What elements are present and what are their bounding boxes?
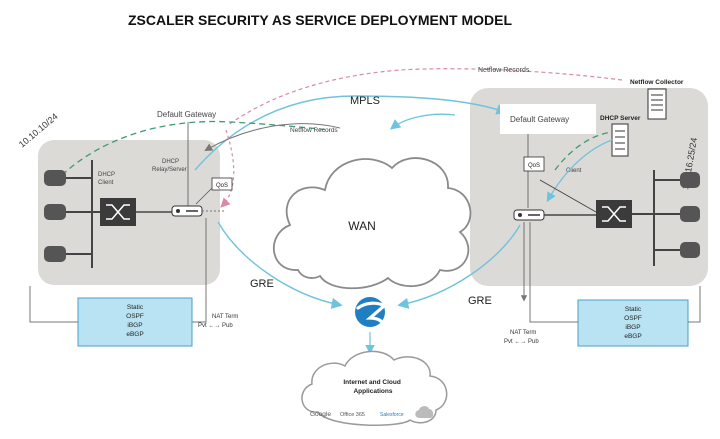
right-router-icon (513, 209, 545, 221)
right-dhcp-flow (546, 139, 613, 203)
internet-cloud (301, 350, 448, 426)
left-routing-connector-left (29, 286, 78, 323)
left-host-3-icon (44, 246, 92, 262)
diagram-title: ZSCALER SECURITY AS SERVICE DEPLOYMENT M… (128, 12, 512, 28)
netflow-collector-server-icon (647, 88, 667, 120)
right-site-blue-arrow (389, 113, 456, 130)
left-pvt-pub-label: Pvt ←→ Pub (198, 323, 233, 329)
app-office365: Office 365 (340, 412, 365, 418)
green-dashed-left (61, 120, 331, 176)
left-routing-ebgp: eBGP (126, 331, 143, 338)
app-google: Google (310, 411, 331, 418)
right-routing-static: Static (625, 306, 642, 313)
cloud-label-line2: Applications (353, 388, 392, 395)
left-routing-ibgp: iBGP (127, 322, 142, 329)
cloud-label-line1: Internet and Cloud (343, 379, 400, 386)
right-gw-switch-link (539, 179, 597, 213)
netflow-mid-arrow (204, 123, 341, 151)
netflow-records-top: Netflow Records (478, 67, 530, 74)
right-routing-ebgp: eBGP (624, 333, 641, 340)
right-routing-ospf: OSPF (624, 315, 642, 322)
right-host-3-icon (654, 242, 700, 258)
internet-cloud-label: Internet and Cloud Applications (343, 379, 402, 395)
left-dhcp-client-line2: Client (98, 180, 114, 186)
right-qos-label: QoS (528, 163, 540, 169)
left-default-gateway-label: Default Gateway (157, 110, 216, 119)
left-dhcp-client-label: DHCP Client (98, 172, 117, 186)
mpls-label: MPLS (350, 95, 380, 107)
left-router-icon (171, 205, 203, 217)
right-default-gateway-label: Default Gateway (510, 115, 569, 124)
gre-label-right: GRE (468, 295, 492, 307)
app-salesforce: Salesforce (380, 412, 404, 418)
zscaler-logo-icon (355, 297, 387, 327)
right-routing-box (577, 299, 689, 347)
right-routing-ibgp: iBGP (625, 324, 640, 331)
right-dhcp-server-icon (611, 123, 629, 157)
left-host-1-icon (44, 170, 92, 186)
left-host-2-icon (44, 204, 100, 220)
right-default-gateway-box (500, 104, 596, 134)
left-routing-ospf: OSPF (126, 313, 144, 320)
gre-link-left (217, 221, 343, 309)
right-host-1-icon (654, 172, 700, 188)
left-dhcp-client-line1: DHCP (98, 172, 115, 178)
left-qos-label: QoS (216, 183, 228, 189)
left-dhcp-relay-line1: DHCP (162, 159, 179, 165)
mpls-link (194, 95, 508, 171)
right-routing-connector-left (529, 222, 578, 323)
green-dashed-right (554, 131, 613, 171)
right-nat-term-label: NAT Term (510, 330, 536, 336)
netflow-collector-label: Netflow Collector (630, 79, 684, 86)
wan-cloud (273, 157, 472, 290)
left-nat-term-label: NAT Term (212, 314, 238, 320)
gre-label-left: GRE (250, 278, 274, 290)
right-dhcp-client-label: Client (566, 168, 582, 174)
left-switch-icon (100, 198, 136, 226)
right-dhcp-server-label: DHCP Server (600, 115, 641, 122)
left-dhcp-relay-line2: Relay/Server (152, 167, 187, 173)
left-routing-static: Static (127, 304, 144, 311)
gre-link-right (397, 224, 521, 309)
left-dhcp-relay-label: DHCP Relay/Server (152, 159, 187, 173)
right-host-2-icon (654, 206, 700, 222)
right-qos-box (523, 156, 545, 172)
left-qos-box (211, 177, 233, 191)
wan-label: WAN (348, 219, 376, 233)
left-qos-leader (195, 187, 213, 205)
left-routing-connector-right (192, 218, 207, 323)
box-cloud-icon (415, 406, 434, 418)
netflow-records-mid: Netflow Records (290, 127, 338, 134)
pink-dashed-left (220, 129, 235, 208)
right-pvt-pub-label: Pvt ←→ Pub (504, 339, 539, 345)
right-switch-icon (596, 200, 632, 228)
right-routing-connector-right (688, 286, 701, 323)
